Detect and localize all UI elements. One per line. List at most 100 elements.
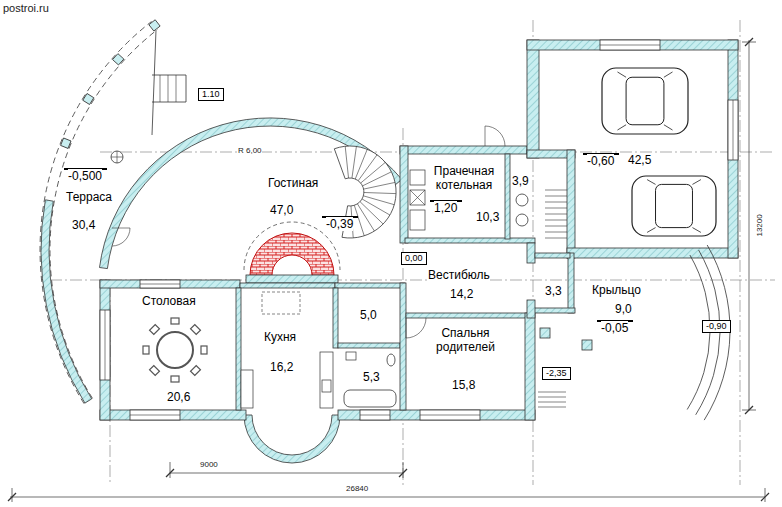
boiler: [516, 194, 528, 206]
stair-step-group: [545, 190, 567, 238]
stair-step: [545, 226, 567, 227]
wall: [338, 410, 535, 420]
wall: [406, 313, 531, 318]
room-name: Столовая: [142, 294, 196, 308]
area-value: 15,8: [452, 378, 475, 392]
level-value: -0,05: [601, 321, 628, 335]
level-mark: 1.10: [198, 88, 224, 101]
terrace-side: [152, 30, 156, 135]
window-pane-group: [130, 415, 180, 416]
wall: [400, 146, 408, 243]
window-pane: [600, 45, 660, 46]
car-glass: [664, 125, 673, 130]
window-pane-group: [140, 284, 180, 285]
stair-step: [364, 182, 395, 189]
room-name: Гостиная: [268, 176, 318, 190]
dimension-tick: [399, 469, 407, 477]
dimension-value: 26840: [346, 485, 368, 494]
dimension-line: [12, 488, 13, 502]
room-area: 3,3: [535, 262, 568, 308]
level-value: -0,500: [68, 169, 102, 183]
terrace-post: [149, 20, 160, 31]
wall-group: [100, 40, 738, 420]
room-area: Терраса30,4-0,500: [20, 60, 128, 420]
dimension-line-group: [10, 40, 765, 502]
stair-step: [176, 75, 177, 102]
car-glass: [647, 180, 655, 185]
chair: [150, 366, 160, 376]
window-pane: [105, 310, 106, 380]
room-name: Вестибюль: [428, 268, 490, 282]
area-value: 42,5: [628, 153, 651, 167]
stair-step: [545, 202, 567, 203]
level-value: -0,90: [706, 321, 727, 332]
stair-step: [545, 208, 567, 209]
axis-marker-cross: [117, 151, 118, 163]
dimension-value: 13200: [756, 214, 765, 236]
area-value: 47,0: [270, 203, 293, 217]
dimension-value: 9000: [200, 461, 218, 470]
fitting: [346, 352, 356, 360]
fireplace-base: [246, 275, 338, 283]
fitting: [410, 210, 425, 230]
level-value: -2,35: [546, 368, 567, 379]
window: [130, 410, 180, 420]
wall: [400, 146, 527, 154]
area-value: 3,3: [545, 284, 562, 298]
stair-rail: [152, 75, 186, 102]
fitting: [410, 170, 425, 185]
dimension-tick: [745, 406, 753, 414]
stair-step: [168, 75, 169, 102]
terrace-post: [113, 54, 124, 65]
curved-wall: [100, 118, 402, 269]
kitchen-hood: [262, 292, 300, 314]
car-icon: [602, 68, 688, 134]
window-pane: [420, 415, 480, 416]
dimension-line: [170, 473, 403, 474]
stair-step: [364, 192, 396, 193]
area-value: 5,0: [360, 308, 377, 322]
stair-step: [545, 232, 567, 233]
dimension-tick: [761, 493, 769, 501]
window-pane: [130, 415, 180, 416]
room-name: Прачечная котельная: [428, 164, 500, 192]
stair-step-group: [160, 75, 176, 102]
car-body: [632, 176, 716, 236]
wall: [100, 280, 240, 288]
area-value: 14,2: [450, 287, 473, 301]
toilet: [387, 354, 395, 366]
stair-step: [361, 162, 386, 183]
room-name: Крыльцо: [592, 283, 641, 297]
wall: [535, 253, 570, 258]
wall: [527, 300, 535, 318]
level-mark: -0,90: [702, 320, 731, 333]
boiler: [516, 214, 528, 226]
window: [728, 100, 738, 160]
fireplace: [250, 233, 334, 275]
appliance-cross: [410, 190, 425, 205]
stair-step: [362, 199, 390, 215]
wall: [240, 283, 335, 288]
window: [140, 280, 180, 288]
terrace-post: [61, 138, 71, 148]
dimension-line: [10, 497, 765, 498]
wall: [338, 343, 400, 348]
stair-step: [363, 196, 394, 205]
dimension-line: [170, 462, 171, 478]
level-mark: -0,60: [583, 153, 619, 155]
level-mark: -0,39: [322, 216, 358, 218]
wall: [100, 410, 246, 420]
wall: [530, 308, 575, 313]
room-area: Вестибюль 14,2: [406, 243, 525, 313]
window-pane-group: [733, 100, 734, 160]
fitting: [320, 352, 333, 408]
level-mark: 1,20: [430, 200, 462, 202]
watermark: postroi.ru: [3, 2, 49, 14]
stair-step: [538, 397, 566, 398]
window-pane-group: [105, 310, 106, 380]
porch-post: [540, 328, 550, 338]
level-value: -0,39: [326, 217, 353, 231]
level-mark: -2,35: [542, 367, 571, 380]
